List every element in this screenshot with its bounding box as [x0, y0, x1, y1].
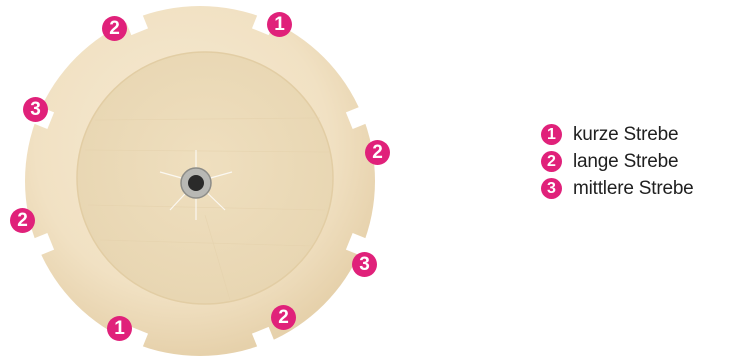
callout-badge-right-lower: 3: [352, 252, 377, 277]
callout-badge-top-left: 2: [102, 16, 127, 41]
wooden-hub-photo: [0, 0, 500, 360]
legend-label: mittlere Strebe: [573, 178, 694, 200]
callout-badge-left-lower: 2: [10, 208, 35, 233]
legend-badge: 3: [541, 178, 562, 199]
legend-label: lange Strebe: [573, 151, 678, 173]
callout-badge-bottom-left: 1: [107, 316, 132, 341]
legend-badge: 1: [541, 124, 562, 145]
callout-badge-left-upper: 3: [23, 97, 48, 122]
callout-badge-bottom-right: 2: [271, 305, 296, 330]
legend-badge: 2: [541, 151, 562, 172]
callout-badge-right-upper: 2: [365, 140, 390, 165]
hub-center-hole: [188, 175, 204, 191]
legend-item: 3 mittlere Strebe: [541, 175, 694, 202]
legend-label: kurze Strebe: [573, 124, 678, 146]
legend-item: 2 lange Strebe: [541, 148, 694, 175]
legend: 1 kurze Strebe 2 lange Strebe 3 mittlere…: [541, 121, 694, 202]
legend-item: 1 kurze Strebe: [541, 121, 694, 148]
callout-badge-top-right: 1: [267, 12, 292, 37]
